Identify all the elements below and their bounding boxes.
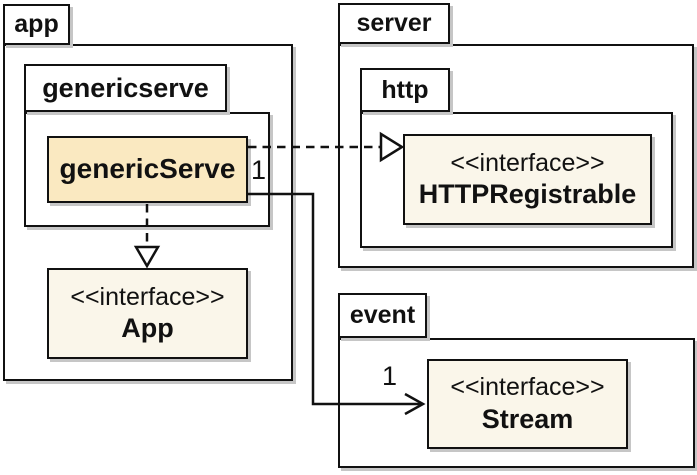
package-event-label: event	[349, 301, 416, 329]
package-http-tab: http	[360, 68, 450, 112]
package-genericserve-label: genericserve	[42, 72, 209, 103]
interface-app-name: App	[121, 313, 174, 344]
interface-stream: <<interface>> Stream	[427, 359, 628, 449]
package-server-tab: server	[338, 3, 450, 44]
interface-httpregistrable: <<interface>> HTTPRegistrable	[403, 134, 652, 225]
package-http-label: http	[381, 75, 429, 104]
package-server-label: server	[356, 9, 432, 37]
class-genericserve: genericServe	[47, 136, 248, 203]
package-app-tab: app	[3, 4, 70, 45]
interface-httpregistrable-name: HTTPRegistrable	[418, 179, 637, 210]
package-genericserve-tab: genericserve	[24, 64, 227, 112]
multiplicity-genericserve-end: 1	[251, 155, 267, 185]
interface-httpregistrable-stereotype: <<interface>>	[450, 148, 605, 177]
package-event-tab: event	[338, 293, 427, 338]
class-genericserve-name: genericServe	[59, 153, 236, 185]
package-app-label: app	[14, 10, 59, 38]
multiplicity-stream-end: 1	[382, 361, 398, 391]
interface-stream-name: Stream	[481, 403, 574, 434]
interface-app: <<interface>> App	[47, 268, 248, 359]
interface-stream-stereotype: <<interface>>	[450, 373, 605, 402]
interface-app-stereotype: <<interface>>	[70, 282, 225, 311]
